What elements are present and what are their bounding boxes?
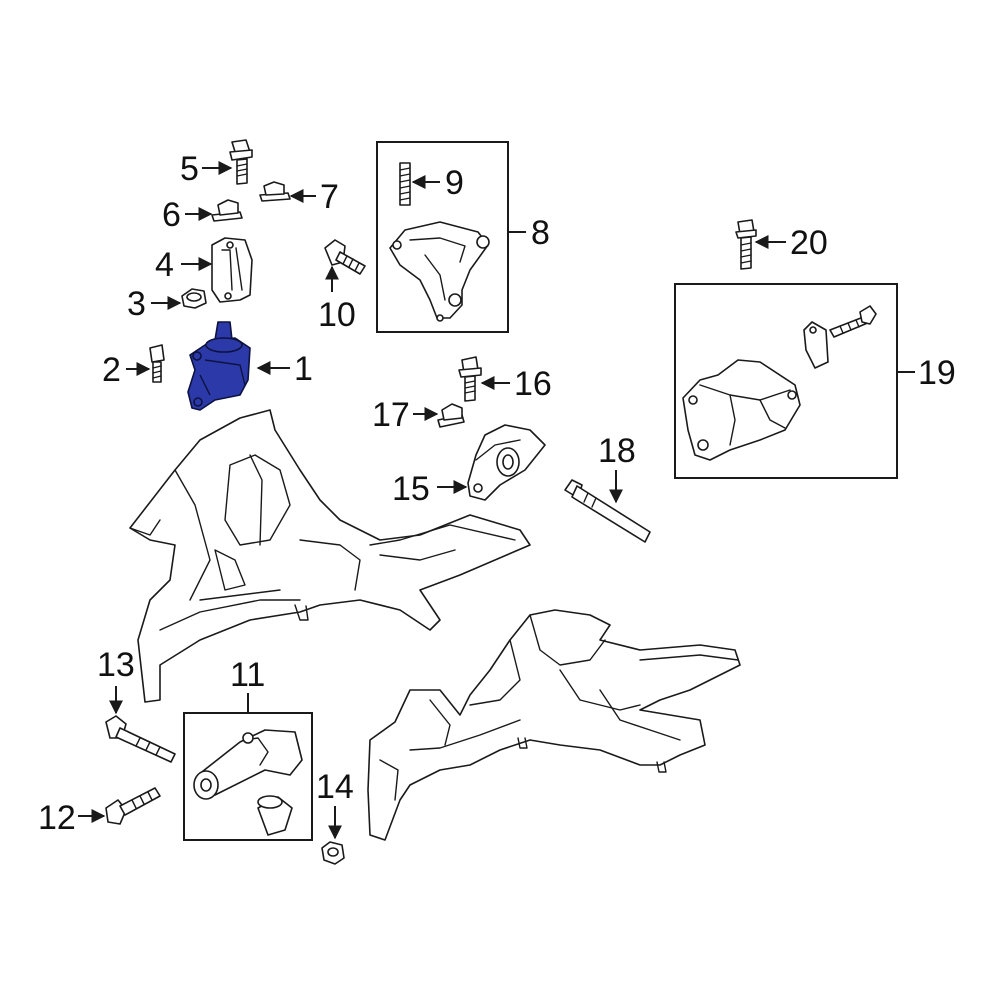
leader-lines: [78, 161, 915, 840]
callout-18: 18: [598, 432, 636, 470]
callout-20: 20: [790, 224, 828, 262]
part-19-box: [674, 283, 898, 479]
callout-3: 3: [127, 285, 146, 323]
callout-10: 10: [318, 296, 356, 334]
bolt-part-12[interactable]: [105, 787, 161, 825]
callout-4: 4: [155, 246, 174, 284]
flange-nut-part-17[interactable]: [437, 403, 465, 428]
callout-1: 1: [294, 350, 313, 388]
through-bolt-part-18[interactable]: [564, 479, 651, 543]
bolt-part-20[interactable]: [735, 219, 757, 270]
callout-19: 19: [918, 354, 956, 392]
callout-14: 14: [316, 768, 354, 806]
callout-15: 15: [392, 470, 430, 508]
callout-labels: 1 2 3 4 5 6 7 8 9 10 11 12 13 14 15 16 1…: [38, 150, 956, 837]
callout-9: 9: [445, 164, 464, 202]
bolt-part-13[interactable]: [105, 715, 176, 763]
stud-part-9[interactable]: [399, 162, 411, 206]
callout-11: 11: [230, 656, 265, 694]
mount-bracket-part-8[interactable]: [389, 221, 490, 322]
callout-12: 12: [38, 799, 76, 837]
flange-nut-part-6[interactable]: [211, 199, 243, 222]
callout-5: 5: [180, 150, 199, 188]
callout-2: 2: [102, 351, 121, 389]
callout-6: 6: [162, 196, 181, 234]
callout-8: 8: [531, 214, 550, 252]
transmission-mount-part-19[interactable]: [682, 305, 877, 461]
callout-13: 13: [97, 646, 135, 684]
torque-rod-part-11[interactable]: [193, 729, 303, 836]
callout-17: 17: [372, 396, 410, 434]
flange-nut-part-7[interactable]: [259, 181, 291, 202]
nut-part-3[interactable]: [181, 288, 207, 309]
mount-part-15[interactable]: [467, 424, 546, 501]
callout-7: 7: [320, 178, 339, 216]
front-subframe: [129, 409, 531, 703]
nut-part-14[interactable]: [321, 841, 345, 865]
rear-subframe: [367, 609, 741, 841]
bracket-part-4[interactable]: [211, 237, 253, 303]
bolt-part-5[interactable]: [229, 139, 253, 185]
part-8-box: [376, 141, 509, 333]
bolt-part-2[interactable]: [149, 344, 165, 383]
engine-mount-part-1[interactable]: [187, 321, 251, 411]
bolt-part-16[interactable]: [458, 356, 482, 402]
bolt-part-10[interactable]: [324, 239, 366, 275]
callout-16: 16: [514, 365, 552, 403]
